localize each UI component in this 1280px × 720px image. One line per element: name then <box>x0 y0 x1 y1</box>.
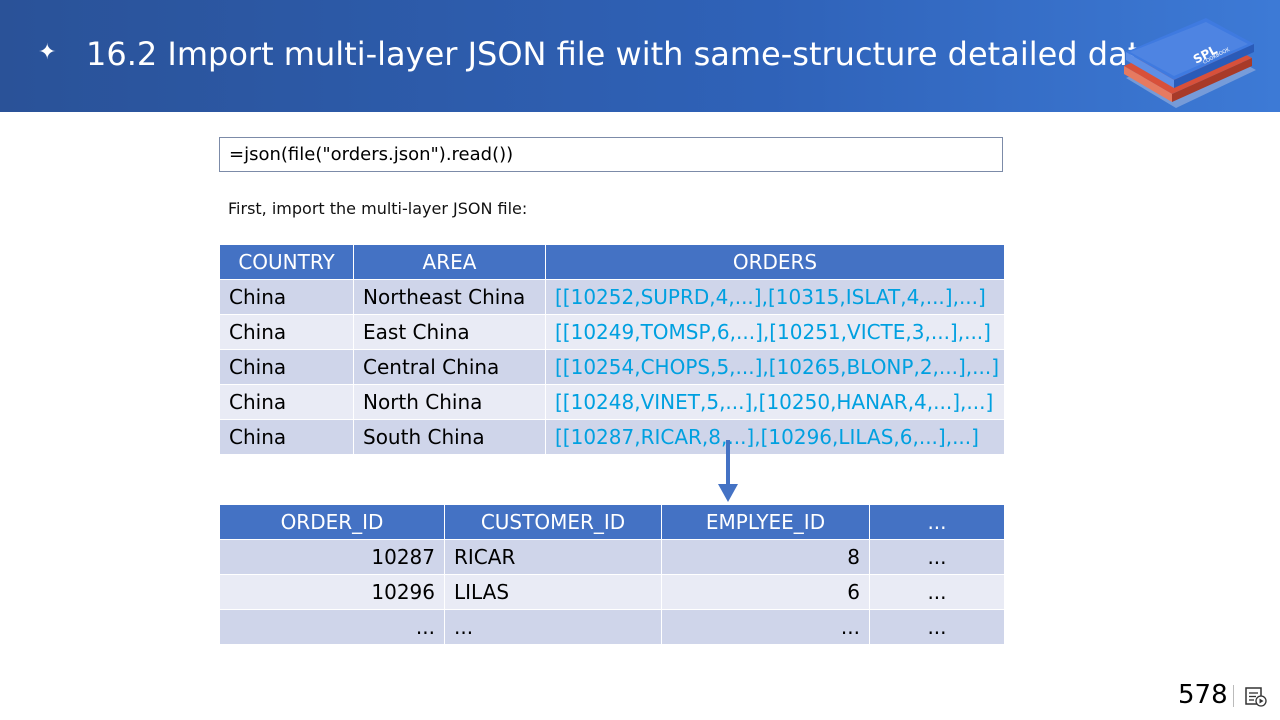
customer-id-cell: RICAR <box>444 539 662 575</box>
employee-id-cell: 6 <box>661 574 870 610</box>
description-text: First, import the multi-layer JSON file: <box>228 199 528 218</box>
slideshow-icon[interactable] <box>1244 686 1268 708</box>
divider <box>1233 685 1234 707</box>
orders-cell: [[10254,CHOPS,5,...],[10265,BLONP,2,...]… <box>545 349 1005 385</box>
customer-id-cell: ... <box>444 609 662 645</box>
country-cell: China <box>219 384 354 420</box>
employee-id-cell: ... <box>661 609 870 645</box>
table-row: China South China [[10287,RICAR,8,...],[… <box>219 419 1005 455</box>
more-cell: ... <box>869 609 1005 645</box>
order-id-cell: 10296 <box>219 574 445 610</box>
table-row: China Central China [[10254,CHOPS,5,...]… <box>219 349 1005 385</box>
down-arrow-icon <box>718 440 738 502</box>
orders-cell: [[10249,TOMSP,6,...],[10251,VICTE,3,...]… <box>545 314 1005 350</box>
table-row: ... ... ... ... <box>219 609 1005 645</box>
employee-id-cell: 8 <box>661 539 870 575</box>
country-cell: China <box>219 314 354 350</box>
country-cell: China <box>219 349 354 385</box>
title-bar: ✦ 16.2 Import multi-layer JSON file with… <box>0 0 1280 112</box>
area-cell: Northeast China <box>353 279 546 315</box>
area-cell: South China <box>353 419 546 455</box>
col-customer-id-header: CUSTOMER_ID <box>444 504 662 540</box>
table-row: China Northeast China [[10252,SUPRD,4,..… <box>219 279 1005 315</box>
orders-cell: [[10248,VINET,5,...],[10250,HANAR,4,...]… <box>545 384 1005 420</box>
table-row: China North China [[10248,VINET,5,...],[… <box>219 384 1005 420</box>
country-cell: China <box>219 279 354 315</box>
detail-table-header: ORDER_ID CUSTOMER_ID EMPLYEE_ID ... <box>219 504 1005 540</box>
more-cell: ... <box>869 574 1005 610</box>
detail-table: ORDER_ID CUSTOMER_ID EMPLYEE_ID ... 1028… <box>219 504 1005 645</box>
col-orders-header: ORDERS <box>545 244 1005 280</box>
spl-cookbook-logo: SPL COOKBOOK <box>1124 18 1256 108</box>
orders-cell: [[10252,SUPRD,4,...],[10315,ISLAT,4,...]… <box>545 279 1005 315</box>
order-id-cell: 10287 <box>219 539 445 575</box>
col-country-header: COUNTRY <box>219 244 354 280</box>
source-table-header: COUNTRY AREA ORDERS <box>219 244 1005 280</box>
star-bullet-icon: ✦ <box>38 40 57 65</box>
customer-id-cell: LILAS <box>444 574 662 610</box>
area-cell: Central China <box>353 349 546 385</box>
page-number: 578 <box>1178 680 1228 710</box>
col-more-header: ... <box>869 504 1005 540</box>
area-cell: North China <box>353 384 546 420</box>
source-table: COUNTRY AREA ORDERS China Northeast Chin… <box>219 244 1005 455</box>
orders-cell: [[10287,RICAR,8,...],[10296,LILAS,6,...]… <box>545 419 1005 455</box>
formula-box: =json(file("orders.json").read()) <box>219 137 1003 172</box>
table-row: China East China [[10249,TOMSP,6,...],[1… <box>219 314 1005 350</box>
table-row: 10287 RICAR 8 ... <box>219 539 1005 575</box>
slide-title: 16.2 Import multi-layer JSON file with s… <box>86 35 1160 73</box>
country-cell: China <box>219 419 354 455</box>
col-area-header: AREA <box>353 244 546 280</box>
col-employee-id-header: EMPLYEE_ID <box>661 504 870 540</box>
order-id-cell: ... <box>219 609 445 645</box>
more-cell: ... <box>869 539 1005 575</box>
area-cell: East China <box>353 314 546 350</box>
table-row: 10296 LILAS 6 ... <box>219 574 1005 610</box>
col-order-id-header: ORDER_ID <box>219 504 445 540</box>
